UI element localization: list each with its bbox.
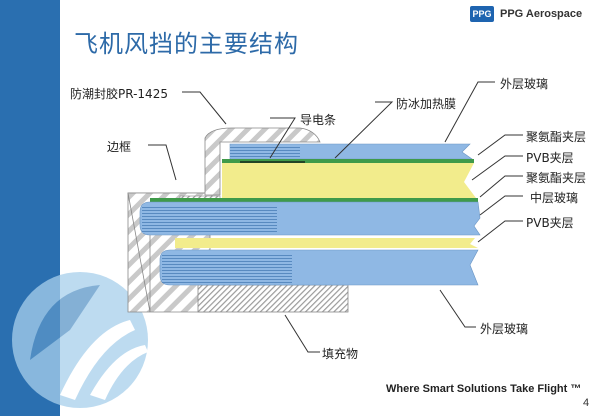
label-urethane-1: 聚氨酯夹层	[526, 130, 587, 144]
pvb-interlayer-2	[175, 238, 478, 248]
label-frame: 边框	[107, 140, 132, 154]
ppg-logo-icon: PPG	[470, 6, 494, 22]
urethane-interlayer-1	[222, 163, 476, 198]
brand-name: PPG Aerospace	[500, 8, 583, 20]
leader-lines	[148, 81, 523, 353]
label-outer-glass-top: 外层玻璃	[500, 77, 549, 91]
label-urethane-2: 聚氨酯夹层	[526, 171, 587, 185]
anti-ice-film	[222, 159, 474, 163]
label-filler: 填充物	[322, 347, 359, 361]
label-sealant: 防潮封胶PR-1425	[70, 87, 168, 101]
pvb-interlayer-1	[150, 198, 478, 202]
label-pvb-2: PVB夹层	[526, 216, 574, 230]
page-title: 飞机风挡的主要结构	[74, 30, 299, 58]
filler-block	[197, 284, 349, 313]
decorative-swoosh-logo	[12, 272, 148, 408]
label-anti-ice-film: 防冰加热膜	[396, 97, 457, 111]
footer-tagline: Where Smart Solutions Take Flight ™	[386, 383, 582, 395]
label-pvb-1: PVB夹层	[526, 151, 574, 165]
label-outer-glass-bottom: 外层玻璃	[480, 322, 529, 336]
page-number: 4	[583, 397, 590, 409]
sealant-cap	[204, 127, 321, 196]
label-bus-bar: 导电条	[300, 113, 337, 127]
label-middle-glass: 中层玻璃	[530, 191, 579, 205]
brand: PPG PPG Aerospace	[470, 6, 582, 22]
